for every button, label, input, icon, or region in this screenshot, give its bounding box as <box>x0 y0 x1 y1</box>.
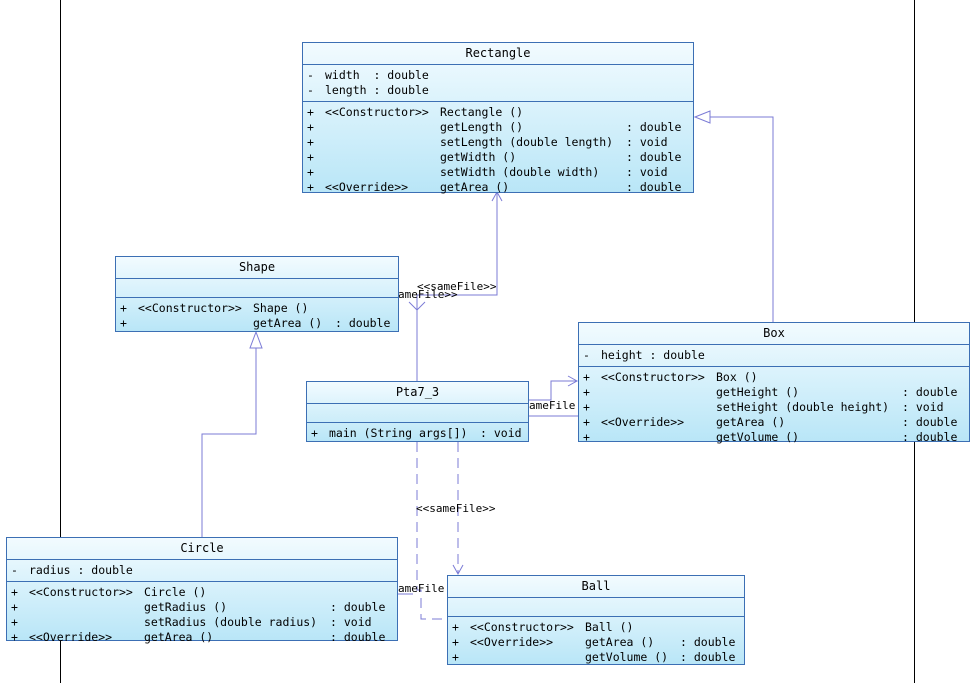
class-box[interactable]: Box -height : double +<<Constructor>>Box… <box>578 322 970 444</box>
attribute-section: -radius : double <box>7 560 397 582</box>
attribute-row[interactable]: -length : double <box>307 83 429 97</box>
operation-row[interactable]: +<<Override>>getArea (): double <box>452 635 736 649</box>
class-name: Shape <box>116 257 398 279</box>
operation-row[interactable]: +<<Constructor>>Rectangle () <box>307 105 524 119</box>
attribute-section <box>116 279 398 298</box>
pta-to-circle-dependency[interactable] <box>398 442 447 620</box>
class-pta7-3[interactable]: Pta7_3 +main (String args[]): void <box>306 381 529 442</box>
operation-row[interactable]: +getVolume (): double <box>452 650 736 664</box>
pta-to-rectangle-dependency[interactable] <box>416 190 503 381</box>
operation-row[interactable]: +getVolume (): double <box>583 430 958 444</box>
operation-section: +main (String args[]): void <box>307 423 528 444</box>
class-name: Rectangle <box>303 43 693 65</box>
attribute-row[interactable]: -radius : double <box>11 563 133 577</box>
attribute-section <box>448 598 744 617</box>
operation-row[interactable]: +<<Constructor>>Ball () <box>452 620 634 634</box>
operation-row[interactable]: +<<Constructor>>Box () <box>583 370 758 384</box>
attribute-row[interactable]: -width : double <box>307 68 429 82</box>
label-samefile-ball: <<sameFile>> <box>416 502 496 515</box>
class-name: Box <box>579 323 969 345</box>
operation-row[interactable]: +getHeight (): double <box>583 385 958 399</box>
frame-left-border <box>60 0 61 683</box>
attribute-section: -height : double <box>579 345 969 367</box>
operation-row[interactable]: +setLength (double length): void <box>307 135 668 149</box>
class-name: Pta7_3 <box>307 382 528 404</box>
operation-row[interactable]: +getWidth (): double <box>307 150 682 164</box>
operation-row[interactable]: +<<Override>>getArea (): double <box>11 630 386 644</box>
label-samefile-shape: ameFile>> <box>398 288 458 301</box>
pta-to-box-dependency[interactable] <box>529 375 579 417</box>
class-name: Circle <box>7 538 397 560</box>
operation-row[interactable]: +getArea (): double <box>120 316 391 330</box>
operation-row[interactable]: +setRadius (double radius): void <box>11 615 372 629</box>
box-to-rectangle-generalization[interactable] <box>693 110 774 322</box>
operation-row[interactable]: +<<Override>>getArea (): double <box>583 415 958 429</box>
circle-to-shape-generalization[interactable] <box>201 330 263 537</box>
operation-row[interactable]: +<<Constructor>>Circle () <box>11 585 207 599</box>
attribute-section <box>307 404 528 423</box>
operation-section: +<<Constructor>>Ball () +<<Override>>get… <box>448 617 744 668</box>
operation-section: +<<Constructor>>Shape () +getArea (): do… <box>116 298 398 334</box>
class-rectangle[interactable]: Rectangle -width : double -length : doub… <box>302 42 694 194</box>
attribute-row[interactable]: -height : double <box>583 348 705 362</box>
label-samefile-rectangle: <<sameFile>> <box>417 280 497 293</box>
class-name: Ball <box>448 576 744 598</box>
operation-row[interactable]: +getLength (): double <box>307 120 682 134</box>
operation-row[interactable]: +setWidth (double width): void <box>307 165 668 179</box>
attribute-section: -width : double -length : double <box>303 65 693 102</box>
operation-row[interactable]: +main (String args[]): void <box>311 426 522 440</box>
operation-row[interactable]: +getRadius (): double <box>11 600 386 614</box>
operation-section: +<<Constructor>>Box () +getHeight (): do… <box>579 367 969 448</box>
class-shape[interactable]: Shape +<<Constructor>>Shape () +getArea … <box>115 256 399 332</box>
label-samefile-circle: ameFile <box>398 582 445 595</box>
class-circle[interactable]: Circle -radius : double +<<Constructor>>… <box>6 537 398 644</box>
class-ball[interactable]: Ball +<<Constructor>>Ball () +<<Override… <box>447 575 745 665</box>
operation-section: +<<Constructor>>Circle () +getRadius ():… <box>7 582 397 648</box>
operation-section: +<<Constructor>>Rectangle () +getLength … <box>303 102 693 198</box>
operation-row[interactable]: +<<Constructor>>Shape () <box>120 301 309 315</box>
pta-to-shape-dependency[interactable] <box>408 301 426 311</box>
operation-row[interactable]: +<<Override>>getArea (): double <box>307 180 682 194</box>
operation-row[interactable]: +setHeight (double height): void <box>583 400 944 414</box>
label-samefile-box: ameFile <box>529 399 576 412</box>
